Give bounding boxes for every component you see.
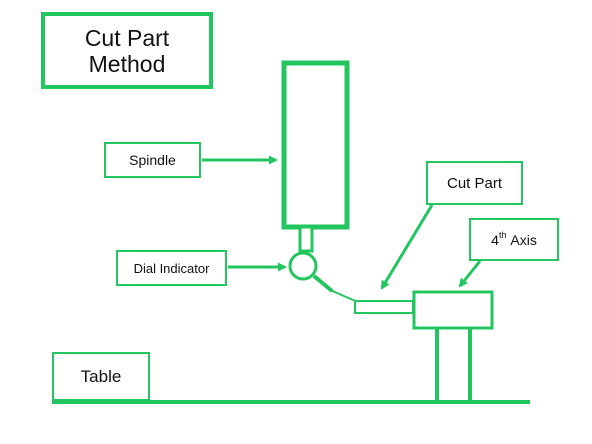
dial-indicator-label-box: Dial Indicator xyxy=(116,250,227,286)
axis-word: Axis xyxy=(510,231,537,248)
spindle-label: Spindle xyxy=(129,152,176,168)
cut-part xyxy=(354,300,414,314)
dial-indicator-label: Dial Indicator xyxy=(133,260,210,276)
title-line-2: Method xyxy=(88,50,166,77)
axis-number: 4 xyxy=(491,231,499,248)
dial-indicator-head xyxy=(288,251,318,281)
fourth-axis-arrow xyxy=(458,260,482,288)
dial-indicator-arm xyxy=(312,274,334,293)
table-label-box: Table xyxy=(52,352,150,401)
cut-part-label-box: Cut Part xyxy=(426,161,523,205)
cut-part-label: Cut Part xyxy=(446,174,503,192)
spindle-body xyxy=(281,60,350,230)
cut-part-arrow xyxy=(380,204,434,290)
spindle-shank xyxy=(298,225,314,253)
fourth-axis-label: 4th Axis xyxy=(491,229,537,248)
table-label: Table xyxy=(80,366,122,386)
fourth-axis-label-box: 4th Axis xyxy=(469,218,559,261)
title-box: Cut Part Method xyxy=(41,12,213,89)
fourth-axis-block xyxy=(412,290,494,330)
spindle-label-box: Spindle xyxy=(104,142,201,178)
title-line-1: Cut Part xyxy=(84,24,170,51)
axis-superscript: th xyxy=(498,229,507,240)
